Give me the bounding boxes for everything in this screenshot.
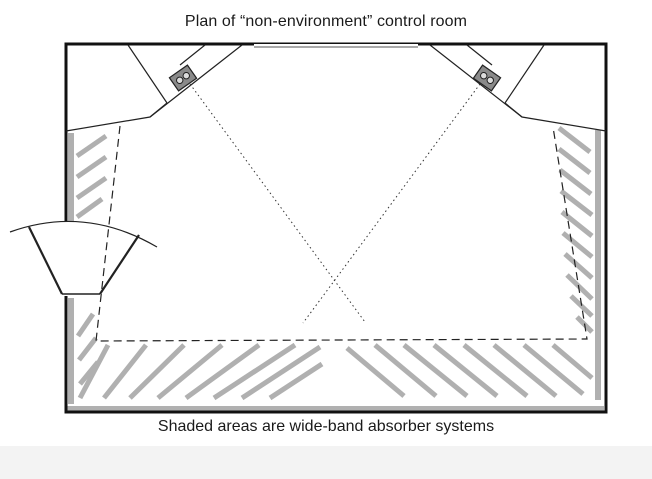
absorber-right-slats <box>557 126 594 334</box>
absorber-bottom-right-slats <box>345 343 594 398</box>
door-jamb-left <box>28 226 63 295</box>
inner-dashed-boundary <box>95 125 588 342</box>
wall-outline <box>64 42 608 414</box>
speaker-left-icon <box>168 64 198 92</box>
speaker-axes <box>189 83 481 324</box>
diagram-title: Plan of “non-environment” control room <box>184 13 468 30</box>
door-jamb-right <box>99 234 140 295</box>
diagram-caption: Shaded areas are wide-band absorber syst… <box>157 418 495 435</box>
door-swing-arc <box>9 220 158 248</box>
absorber-left-slats <box>75 133 108 386</box>
door <box>9 220 158 295</box>
left-speaker-axis <box>189 83 366 323</box>
speaker-right-icon <box>472 64 502 92</box>
right-speaker-axis <box>302 83 481 324</box>
room-walls <box>64 42 608 414</box>
front-splays <box>65 44 607 132</box>
absorber-systems <box>66 126 604 412</box>
absorber-bottom-left-slats <box>77 342 324 401</box>
bottom-band <box>0 446 652 479</box>
